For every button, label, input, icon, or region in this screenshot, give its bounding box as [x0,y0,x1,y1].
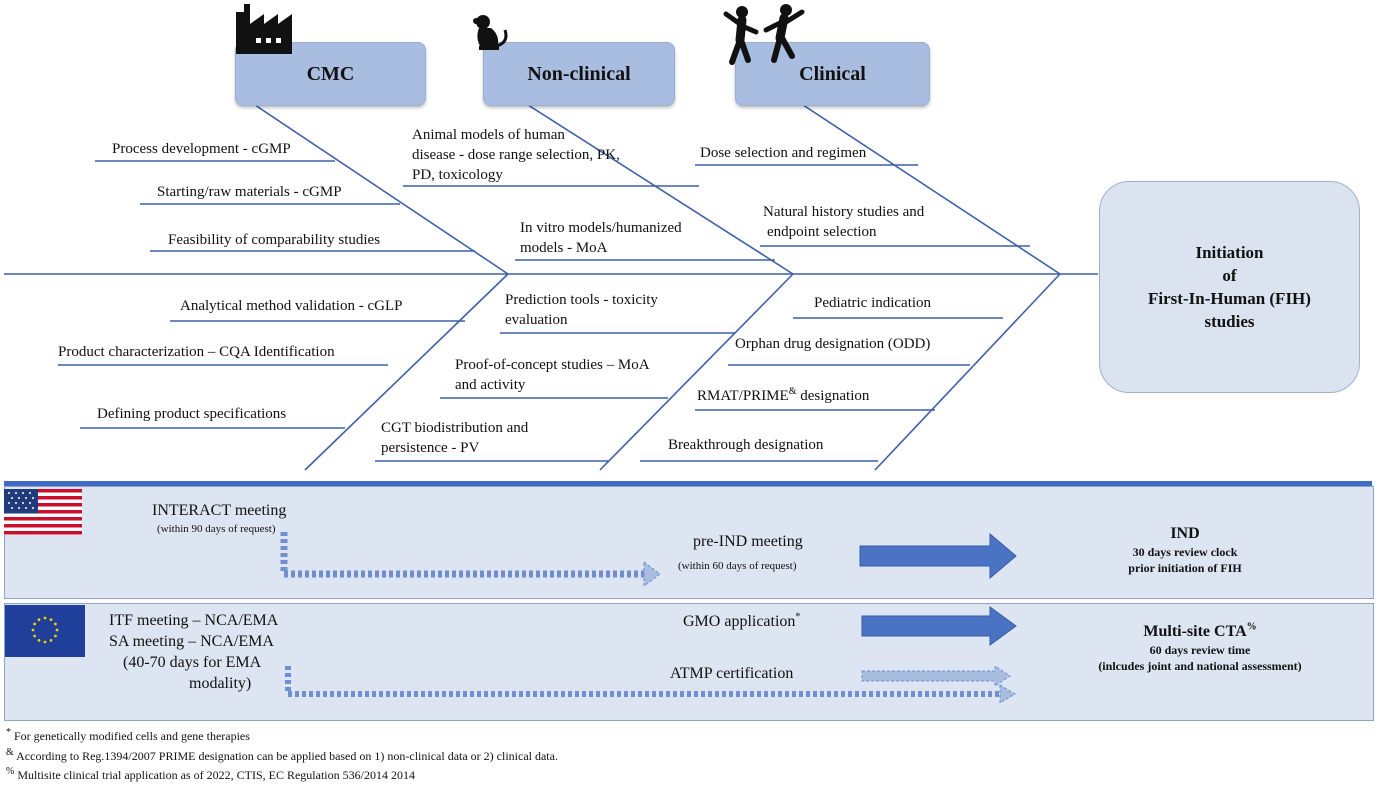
nonclinical-item-cgt: CGT biodistribution and persistence - PV [381,420,529,456]
preind-meeting-label: pre-IND meeting [693,533,803,550]
nonclinical-item-poc: Proof-of-concept studies – MoA and activ… [455,357,650,393]
cmc-item-analytical: Analytical method validation - cGLP [180,298,403,314]
eu-meeting-to-cta-arrow [285,666,1016,704]
category-cmc-label: CMC [306,62,355,85]
category-nonclinical: Non-clinical [483,42,675,106]
us-regulatory-panel [4,486,1374,599]
interact-to-preind-arrow [280,532,661,587]
clinical-item-breakthrough: Breakthrough designation [668,437,824,453]
nonclinical-item-animal-models: Animal models of human disease - dose ra… [412,127,620,183]
cmc-item-feasibility: Feasibility of comparability studies [168,232,381,248]
timeline-arrows [280,532,1017,704]
interact-meeting-label: INTERACT meeting [152,502,287,519]
gmo-application-label: GMO application* [683,611,801,630]
clinical-item-orphan: Orphan drug designation (ODD) [735,336,931,352]
clinical-bone-upper [799,102,1061,275]
eu-flag-icon [5,605,85,657]
target-fih-box: Initiation of First-In-Human (FIH) studi… [1099,181,1360,393]
ind-title: IND [1170,525,1200,542]
cmc-item-process: Process development - cGMP [112,141,291,157]
preind-meeting-note: (within 60 days of request) [678,560,797,572]
footnote-cta: % Multisite clinical trial application a… [6,766,415,783]
category-nonclinical-label: Non-clinical [527,62,631,85]
nonclinical-bone-lower [599,273,794,471]
category-clinical: Clinical [735,42,930,106]
footnote-gmo: * For genetically modified cells and gen… [6,727,250,744]
clinical-item-pediatric: Pediatric indication [814,295,932,311]
us-flag-icon [4,489,82,535]
section-divider [4,481,1372,486]
cmc-item-characterization: Product characterization – CQA Identific… [58,344,335,360]
cta-title: Multi-site CTA% [1143,621,1257,640]
ind-summary: IND 30 days review clock prior initiatio… [1085,524,1285,576]
fishbone-diagram [4,102,1098,471]
eu-regulatory-panel [4,603,1374,721]
category-clinical-label: Clinical [799,62,866,85]
cmc-item-starting: Starting/raw materials - cGMP [157,184,342,200]
eu-meetings: ITF meeting – NCA/EMA SA meeting – NCA/E… [109,612,279,692]
preind-to-ind-arrow [859,532,1017,580]
cmc-bone-lower [304,273,509,471]
footnote-prime: & According to Reg.1394/2007 PRIME desig… [6,747,558,764]
nonclinical-bone-upper [524,102,794,275]
nonclinical-item-prediction: Prediction tools - toxicity evaluation [505,292,658,328]
monkey-icon [473,15,508,50]
interact-meeting-note: (within 90 days of request) [157,523,276,535]
atmp-to-cta-arrow [861,665,1011,687]
nonclinical-item-invitro: In vitro models/humanized models - MoA [520,220,682,256]
clinical-item-natural-history: Natural history studies and endpoint sel… [763,204,925,240]
people-icon [723,4,805,65]
clinical-item-rmat: RMAT/PRIME& designation [697,386,870,405]
cta-summary: Multi-site CTA% 60 days review time (inl… [1060,622,1340,674]
atmp-certification-label: ATMP certification [670,665,794,682]
clinical-bone-lower [874,273,1061,471]
cmc-bone-upper [251,102,509,275]
gmo-to-cta-arrow [861,606,1017,646]
cmc-item-specifications: Defining product specifications [97,406,287,422]
clinical-item-dose: Dose selection and regimen [700,145,867,161]
factory-icon [236,4,292,54]
